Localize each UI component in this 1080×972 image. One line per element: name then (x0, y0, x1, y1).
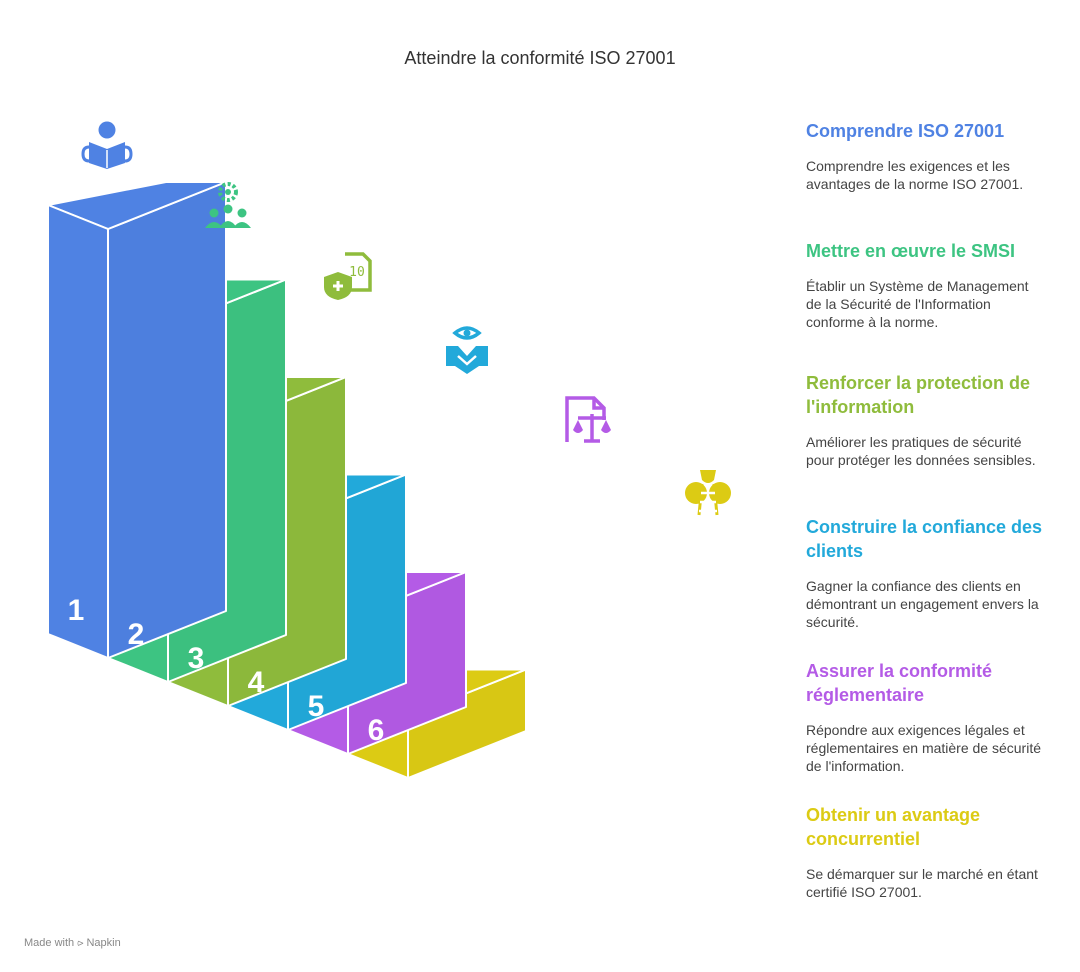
legend-heading: Construire la confiance des clients (806, 517, 1043, 561)
step-number-1: 1 (68, 594, 85, 627)
legend-item-2: Mettre en œuvre le SMSI Établir un Systèm… (806, 239, 1046, 331)
legend-description: Gagner la confiance des clients en démon… (806, 578, 1039, 630)
made-with-napkin-footer: Made with ⪧ Napkin (24, 937, 121, 949)
legend-description: Établir un Système de Management de la S… (806, 278, 1029, 330)
step-1-side-face (107, 181, 227, 659)
legend-description: Se démarquer sur le marché en étant cert… (806, 866, 1038, 900)
svg-text:10: 10 (349, 265, 365, 280)
legend-heading: Renforcer la protection de l'information (806, 373, 1031, 417)
step-number-6: 6 (368, 714, 385, 747)
legend-heading: Comprendre ISO 27001 (806, 121, 1005, 141)
eye-handshake-icon (446, 326, 488, 374)
legend-item-6: Obtenir un avantage concurrentiel Se déma… (806, 803, 1046, 901)
reading-person-icon (81, 121, 133, 169)
step-number-2: 2 (128, 618, 145, 651)
team-gear-icon (205, 182, 251, 228)
legend-description: Répondre aux exigences légales et réglem… (806, 722, 1042, 774)
diagram-title: Atteindre la conformité ISO 27001 (404, 48, 676, 68)
step-number-4: 4 (248, 666, 265, 699)
legend-description: Améliorer les pratiques de sécurité pour… (806, 434, 1036, 468)
trophy-ladder-icon (685, 470, 731, 516)
step-1-front-face (47, 204, 109, 659)
step-number-5: 5 (308, 690, 325, 723)
legend-description: Comprendre les exigences et les avantage… (806, 158, 1024, 192)
shield-document-icon: 10 (324, 252, 372, 300)
step-block-1 (47, 181, 227, 659)
step-number-3: 3 (188, 642, 205, 675)
legend-heading: Assurer la conformité réglementaire (806, 661, 993, 705)
legend-heading: Mettre en œuvre le SMSI (806, 241, 1016, 261)
legend-item-3: Renforcer la protection de l'information… (806, 371, 1046, 469)
legend-heading: Obtenir un avantage concurrentiel (806, 805, 981, 849)
legal-scale-document-icon (565, 396, 611, 443)
